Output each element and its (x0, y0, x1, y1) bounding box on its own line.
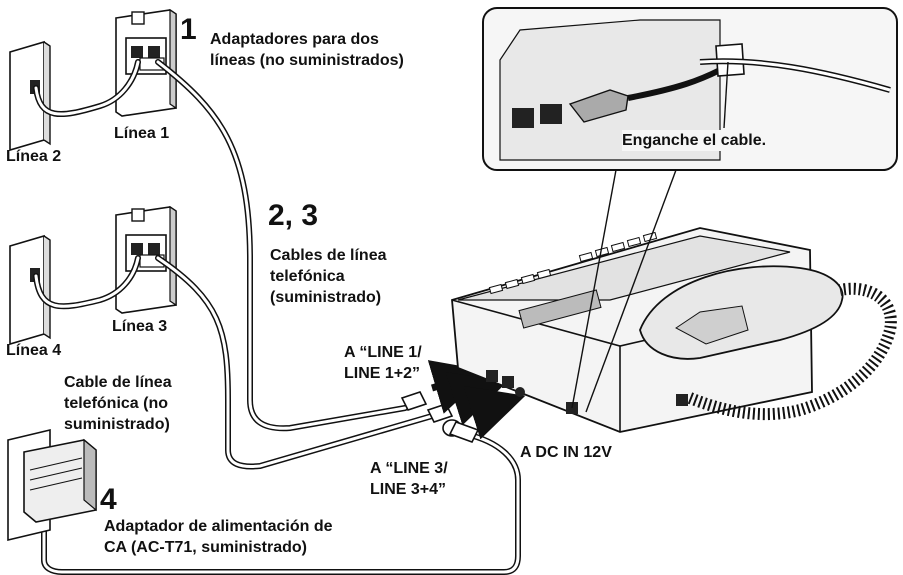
label-line-1-2: A “LINE 1/ LINE 1+2” (344, 344, 422, 382)
modular-plug-2 (426, 403, 454, 423)
two-line-adapter-2 (115, 205, 177, 314)
label-line-3-4: A “LINE 3/ LINE 3+4” (370, 460, 448, 498)
step-1-number: 1 (180, 13, 197, 46)
modular-plug-1 (400, 391, 428, 411)
dc-plug (442, 419, 480, 443)
label-ac-adapter: Adaptador de alimentación de CA (AC-T71,… (104, 518, 333, 556)
label-cable-no-suministrado: Cable de línea telefónica (no suministra… (64, 374, 172, 433)
label-dc-in: A DC IN 12V (520, 444, 612, 461)
step-4-number: 4 (100, 483, 117, 516)
wall-jack-line4 (9, 234, 51, 346)
label-linea-4: Línea 4 (6, 342, 62, 359)
label-cables-suministrado: Cables de línea telefónica (suministrado… (270, 247, 387, 306)
step-2-3-number: 2, 3 (268, 199, 319, 232)
label-adaptadores: Adaptadores para dos líneas (no suminist… (210, 31, 404, 69)
ac-adapter (7, 428, 97, 542)
two-line-adapter-1 (115, 8, 177, 117)
coiled-cord (687, 282, 897, 421)
callout-lines (571, 169, 677, 413)
label-linea-3: Línea 3 (112, 318, 168, 335)
insert-arrows (427, 360, 526, 440)
label-enganche: Enganche el cable. (622, 130, 767, 151)
label-linea-1: Línea 1 (114, 125, 170, 142)
inset-detail (482, 7, 898, 171)
label-linea-2: Línea 2 (6, 148, 62, 165)
telephone-unit (451, 227, 844, 433)
wall-jack-line2 (9, 40, 51, 152)
